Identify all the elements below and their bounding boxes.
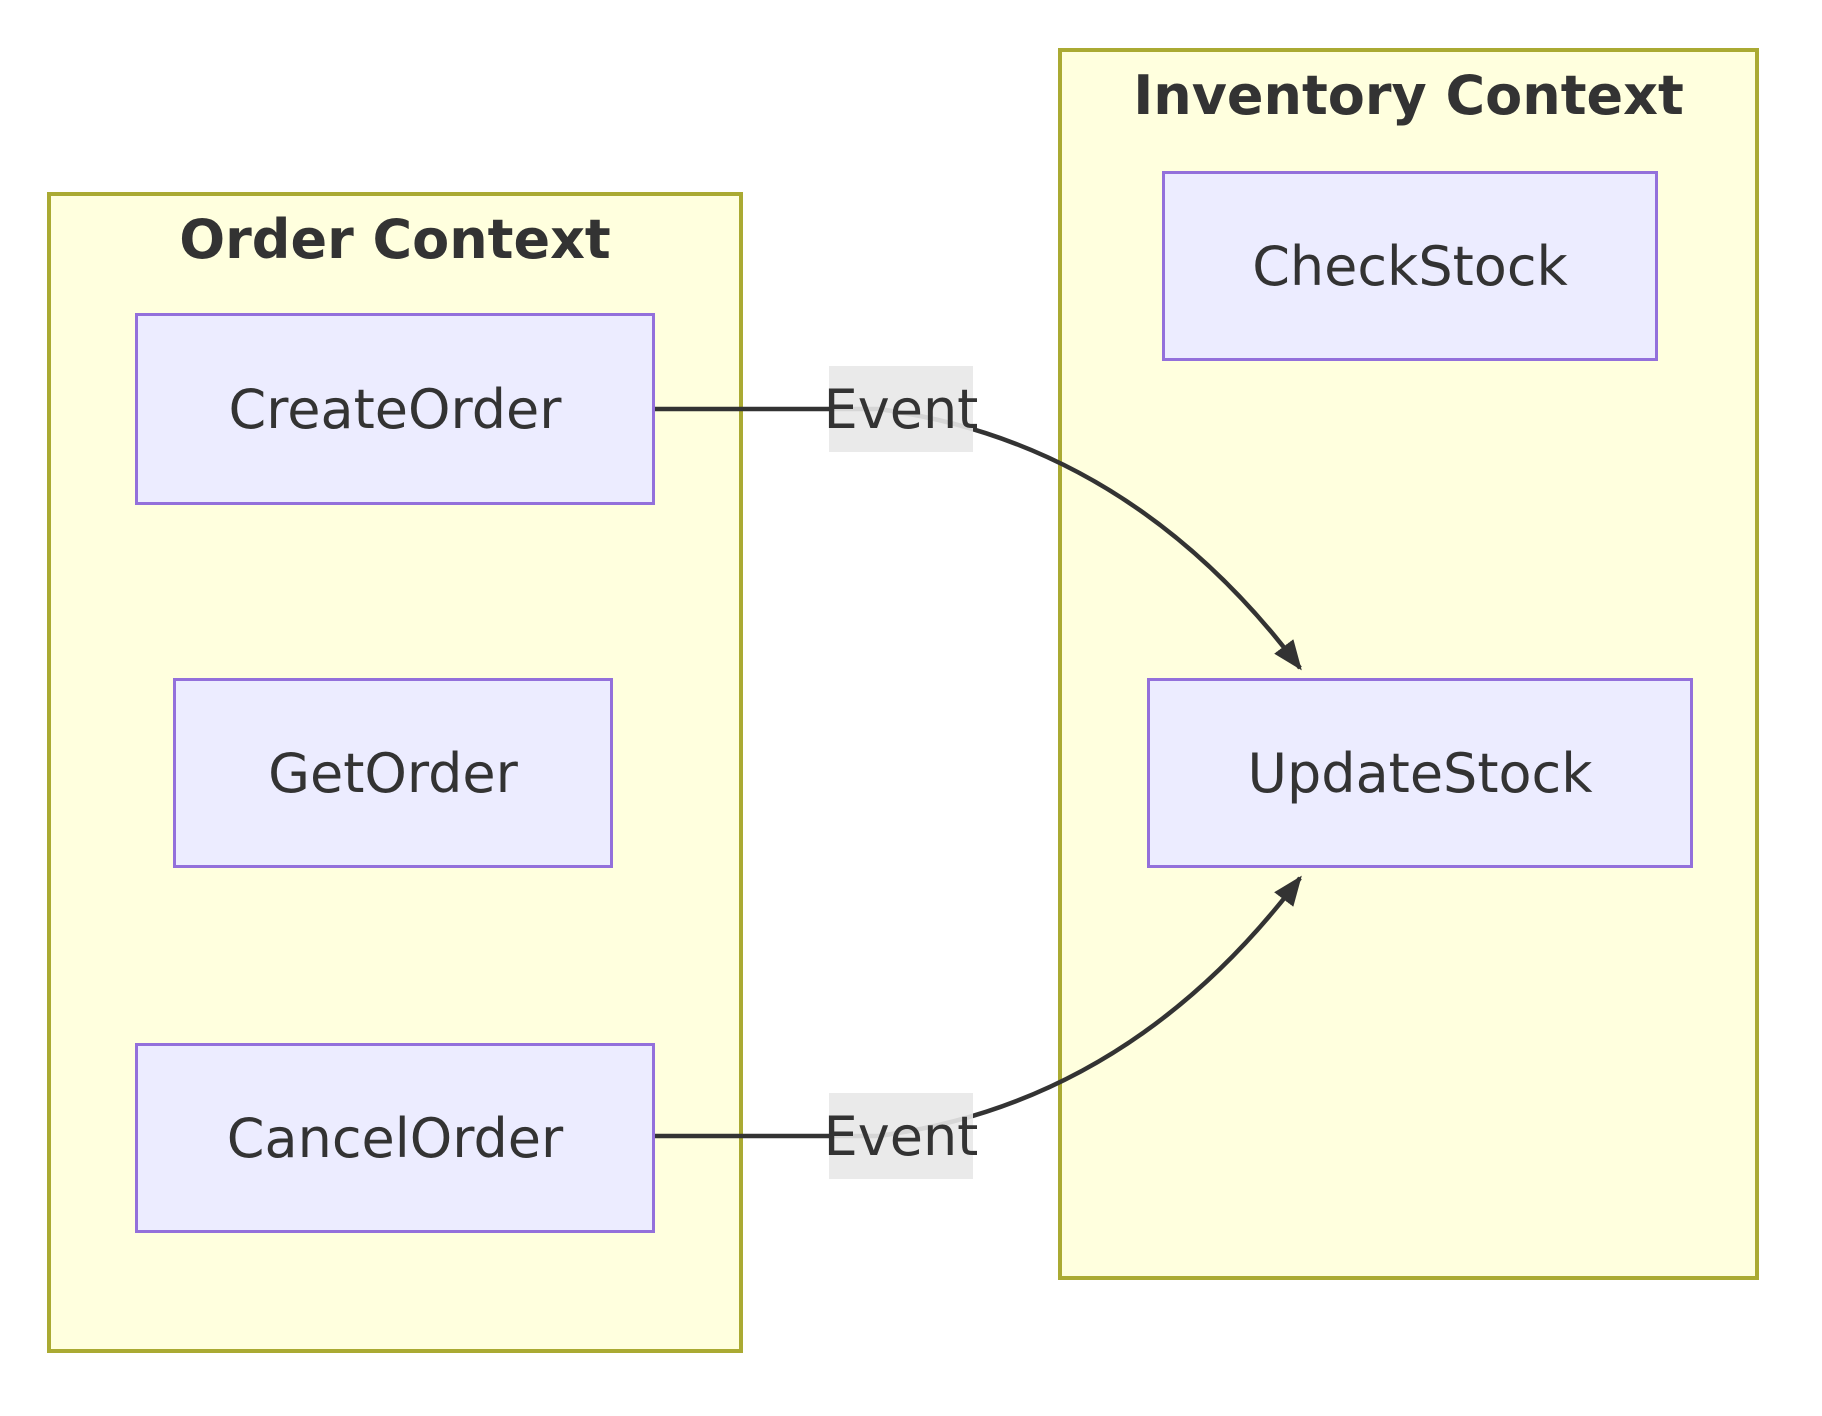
node-create-order-label: CreateOrder [228, 377, 562, 441]
node-update-stock: UpdateStock [1147, 678, 1693, 868]
node-create-order: CreateOrder [135, 313, 655, 505]
node-check-stock: CheckStock [1162, 171, 1658, 361]
cluster-inventory-context-title: Inventory Context [1133, 64, 1684, 127]
node-cancel-order-label: CancelOrder [226, 1106, 564, 1170]
node-update-stock-label: UpdateStock [1247, 741, 1593, 805]
cluster-order-context-title: Order Context [179, 208, 611, 271]
node-cancel-order: CancelOrder [135, 1043, 655, 1233]
node-check-stock-label: CheckStock [1252, 234, 1568, 298]
edge-label-event-2-text: Event [823, 1104, 979, 1168]
edge-label-event-1-text: Event [823, 377, 979, 441]
edge-label-event-1: Event [824, 366, 978, 452]
node-get-order: GetOrder [173, 678, 613, 868]
edge-label-event-2: Event [824, 1093, 978, 1179]
node-get-order-label: GetOrder [268, 741, 518, 805]
